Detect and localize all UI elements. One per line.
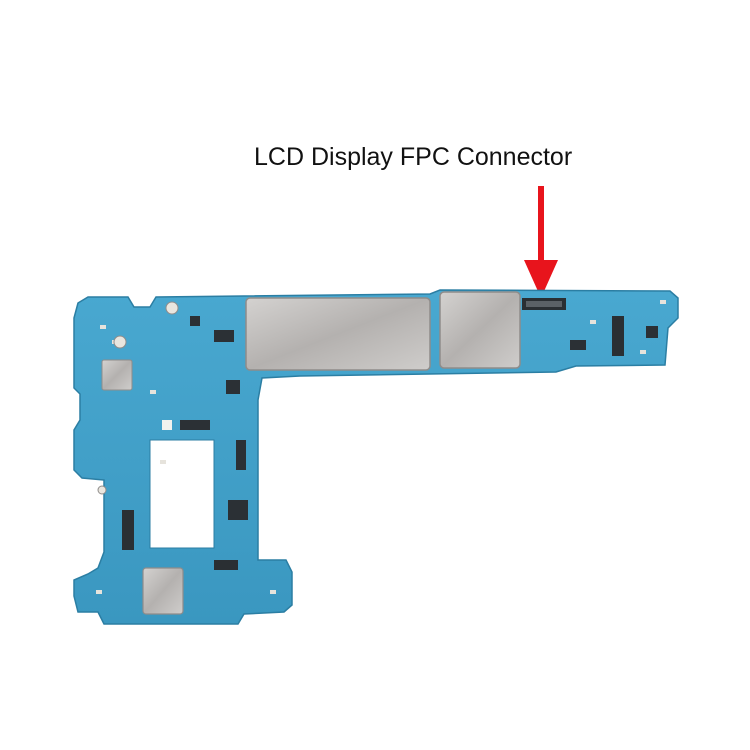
connector-left-frame bbox=[122, 510, 134, 550]
shield-bottom bbox=[142, 567, 184, 615]
callout-label: LCD Display FPC Connector bbox=[254, 143, 573, 171]
shield-right bbox=[439, 291, 521, 369]
pcb-board bbox=[73, 289, 679, 625]
connector-bottom bbox=[214, 560, 238, 570]
shield-main bbox=[245, 297, 431, 371]
frame-cutout bbox=[149, 439, 215, 549]
callout-arrow bbox=[524, 186, 558, 298]
shield-small-left bbox=[101, 359, 133, 391]
connector-right-vertical bbox=[612, 316, 624, 356]
